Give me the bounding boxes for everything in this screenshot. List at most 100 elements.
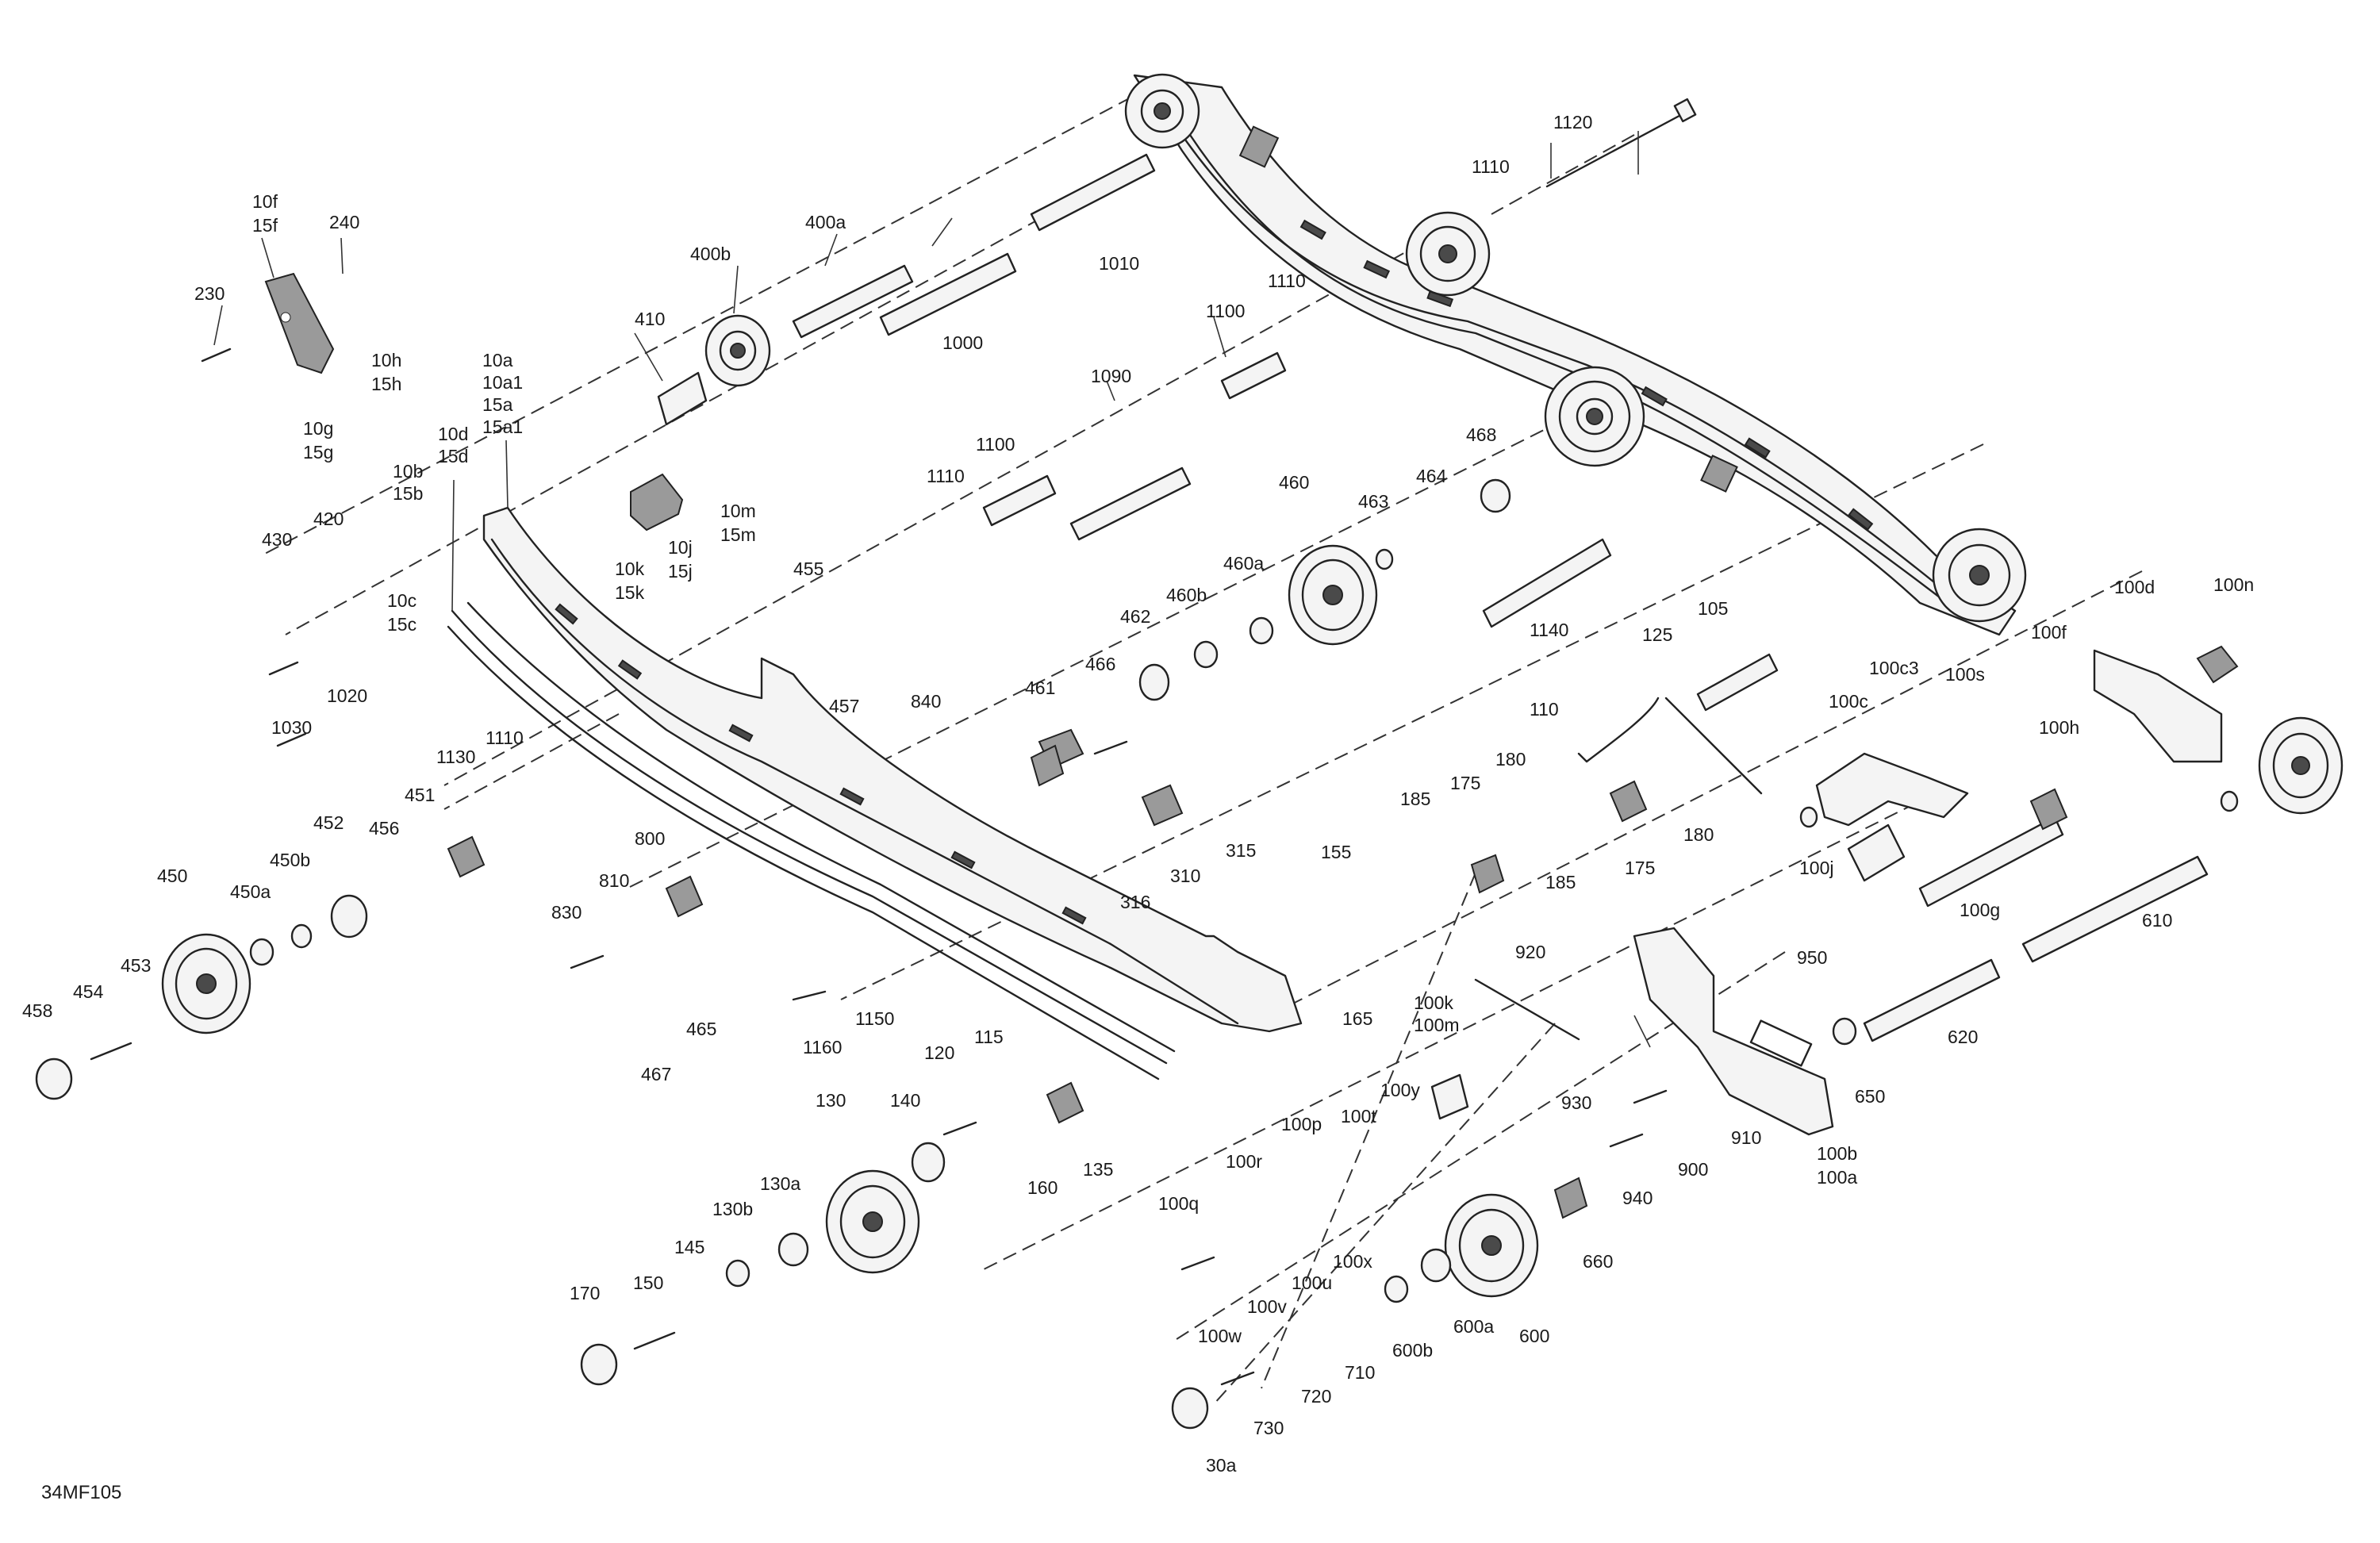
part-label: 1100: [1206, 301, 1245, 321]
part-label: 100c: [1829, 691, 1868, 712]
part-label: 400a: [805, 212, 846, 232]
part-label: 155: [1321, 842, 1351, 862]
part-label: 30a: [1206, 1455, 1237, 1476]
part-label: 455: [793, 558, 823, 579]
part-label: 620: [1948, 1027, 1978, 1047]
part-label: 100p: [1281, 1114, 1322, 1134]
part-label: 100s: [1945, 664, 1985, 685]
part-label: 15k: [615, 582, 645, 603]
part-label: 1110: [1472, 156, 1510, 177]
part-label: 165: [1342, 1008, 1372, 1029]
wheel-600: [1444, 1193, 1539, 1298]
part-label: 180: [1495, 749, 1526, 770]
part-label: 450: [157, 866, 187, 886]
part-label: 900: [1678, 1159, 1708, 1180]
part-label: 105: [1698, 598, 1728, 619]
part-label: 10d: [438, 424, 468, 444]
part-label: 170: [570, 1283, 600, 1303]
part-label: 230: [194, 283, 225, 304]
leader-lines: [213, 131, 1651, 1048]
part-label: 100t: [1341, 1106, 1376, 1127]
far-rail-top-wheel: [1124, 73, 1200, 149]
part-label: 130b: [712, 1199, 753, 1219]
part-label: 100b: [1817, 1143, 1857, 1164]
part-label: 185: [1545, 872, 1576, 892]
part-label: 1140: [1530, 620, 1568, 640]
part-label: 10b: [393, 461, 423, 482]
part-label: 720: [1301, 1386, 1331, 1407]
part-label: 450a: [230, 881, 271, 902]
part-label: 100u: [1292, 1272, 1332, 1293]
part-label: 1100: [976, 434, 1015, 455]
part-label: 1030: [271, 717, 312, 738]
part-label: 10g: [303, 418, 333, 439]
part-label: 125: [1642, 624, 1672, 645]
part-label: 15c: [387, 614, 416, 635]
small-washers: [249, 478, 2239, 1303]
part-label: 15a: [482, 394, 513, 415]
part-label: 456: [369, 818, 399, 839]
part-label: 1020: [327, 685, 367, 706]
part-label: 115: [974, 1027, 1004, 1047]
part-label: 600: [1519, 1326, 1549, 1346]
part-label: 15j: [668, 561, 693, 582]
part-label: 100x: [1333, 1251, 1372, 1272]
part-label: 15b: [393, 483, 423, 504]
part-label: 465: [686, 1019, 716, 1039]
document-code: 34MF105: [41, 1482, 122, 1503]
part-label: 100k: [1414, 992, 1453, 1013]
far-rail-slots: [1299, 219, 1874, 531]
part-label: 830: [551, 902, 582, 923]
part-label: 1110: [927, 466, 965, 486]
part-label: 100f: [2031, 622, 2067, 643]
part-label: 10k: [615, 558, 645, 579]
wheel-400b: [704, 314, 771, 387]
part-label: 710: [1345, 1362, 1375, 1383]
part-label: 10h: [371, 350, 401, 370]
part-label: 100a: [1817, 1167, 1857, 1188]
bracket-100c-assembly: [1815, 752, 1969, 882]
part-label: 130a: [760, 1173, 800, 1194]
part-label: 410: [635, 309, 665, 329]
part-label: 460a: [1223, 553, 1264, 574]
part-label: 100d: [2114, 577, 2155, 597]
part-label: 1010: [1099, 253, 1139, 274]
part-label: 940: [1622, 1188, 1653, 1208]
part-label: 100r: [1226, 1151, 1262, 1172]
part-label: 930: [1561, 1092, 1591, 1113]
part-label: 840: [911, 691, 941, 712]
part-label: 610: [2142, 910, 2172, 931]
part-label: 100c3: [1869, 658, 1919, 678]
fasteners: [90, 347, 1668, 1386]
part-label: 1110: [1268, 271, 1306, 291]
part-label: 10j: [668, 537, 693, 558]
part-label: 15a1: [482, 416, 523, 437]
part-label: 1150: [855, 1008, 894, 1029]
part-label: 100w: [1198, 1326, 1242, 1346]
wheel-130: [825, 1169, 920, 1274]
part-label: 135: [1083, 1159, 1113, 1180]
wheel-460: [1288, 544, 1378, 646]
bracket-410: [657, 371, 708, 426]
part-label: 15d: [438, 446, 468, 466]
assembly-axis-lines: [261, 86, 2143, 1405]
block-10j: [630, 473, 684, 532]
part-label: 310: [1170, 866, 1200, 886]
part-label: 463: [1358, 491, 1388, 512]
part-label: 920: [1515, 942, 1545, 962]
part-label: 464: [1416, 466, 1447, 486]
part-label: 130: [816, 1090, 846, 1111]
part-label: 910: [1731, 1127, 1761, 1148]
wheel-right-assembly: [2258, 716, 2344, 815]
part-label: 468: [1466, 424, 1496, 445]
part-label: 600b: [1392, 1340, 1433, 1361]
slide-strips: [447, 601, 1176, 1080]
part-label: 660: [1583, 1251, 1613, 1272]
part-label: 100h: [2039, 717, 2079, 738]
part-label: 175: [1625, 858, 1655, 878]
part-label: 10f: [252, 191, 278, 212]
part-label: 180: [1683, 824, 1714, 845]
part-label: 175: [1450, 773, 1480, 793]
part-label: 462: [1120, 606, 1150, 627]
